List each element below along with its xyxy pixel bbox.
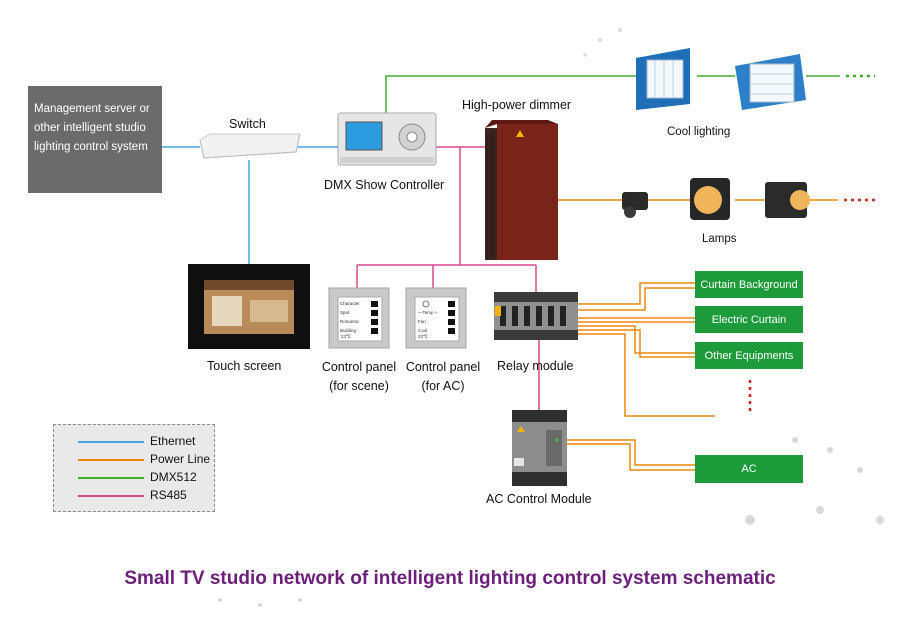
power-lines bbox=[558, 199, 838, 471]
switch-device bbox=[199, 133, 301, 159]
ac-panel-temp: 23℃ bbox=[418, 334, 429, 339]
panel-ac-label: Control panel (for AC) bbox=[398, 358, 488, 396]
ac-control-module-label: AC Control Module bbox=[486, 492, 592, 506]
scene-panel-device bbox=[328, 287, 390, 349]
background-dots bbox=[218, 28, 884, 607]
power-continuation bbox=[748, 198, 875, 414]
lamp-fixtures bbox=[622, 178, 810, 220]
scene-panel-keys: Character Spot Romantic Building bbox=[340, 299, 360, 335]
ac-control-module-device bbox=[512, 410, 567, 486]
cool-lighting-fixtures bbox=[636, 48, 806, 110]
relay-module-device bbox=[494, 292, 578, 340]
panel-ac-label-line-1: Control panel bbox=[405, 360, 481, 374]
scene-key-2: Spot bbox=[340, 310, 350, 315]
ac-key-2: Fan bbox=[418, 319, 426, 324]
output-electric-curtain: Electric Curtain bbox=[695, 306, 803, 333]
legend-dmx512-label: DMX512 bbox=[150, 470, 197, 484]
dimmer-device bbox=[485, 120, 558, 260]
ac-panel-device bbox=[405, 287, 467, 349]
scene-key-1: Character bbox=[340, 301, 360, 306]
rs485-lines bbox=[356, 146, 540, 410]
output-ac: AC bbox=[695, 455, 803, 483]
legend-power-line: Power Line bbox=[78, 452, 218, 467]
panel-scene-label-line-1: Control panel bbox=[321, 360, 397, 374]
ethernet-lines bbox=[162, 146, 338, 264]
dmx-controller-device bbox=[337, 112, 437, 166]
scene-key-4: Building bbox=[340, 328, 357, 333]
management-server-box: Management server or other intelligent s… bbox=[28, 86, 162, 193]
legend: Ethernet Power Line DMX512 RS485 bbox=[53, 424, 215, 512]
switch-label: Switch bbox=[229, 117, 266, 131]
legend-ethernet: Ethernet bbox=[78, 434, 218, 449]
dmx-controller-label: DMX Show Controller bbox=[324, 178, 445, 192]
relay-module-label: Relay module bbox=[497, 359, 574, 373]
diagram-title: Small TV studio network of intelligent l… bbox=[124, 568, 776, 589]
touch-screen-label: Touch screen bbox=[207, 359, 282, 373]
panel-ac-label-line-2: (for AC) bbox=[421, 379, 465, 393]
scene-panel-temp: 23℃ bbox=[341, 334, 352, 339]
ac-panel-keys: —Temp + Fan Cool bbox=[418, 308, 437, 335]
dmx512-lines bbox=[385, 75, 840, 113]
output-other-equipments: Other Equipments bbox=[695, 342, 803, 369]
legend-dmx512: DMX512 bbox=[78, 470, 218, 485]
panel-scene-label: Control panel (for scene) bbox=[314, 358, 404, 396]
legend-power-line-swatch bbox=[78, 459, 144, 461]
legend-dmx512-swatch bbox=[78, 477, 144, 479]
management-line-3: lighting control system bbox=[34, 141, 148, 153]
touch-screen-device bbox=[188, 264, 310, 349]
management-line-2: other intelligent studio bbox=[34, 122, 146, 134]
lamps-label: Lamps bbox=[702, 233, 737, 245]
panel-scene-label-line-2: (for scene) bbox=[329, 379, 389, 393]
output-curtain-background: Curtain Background bbox=[695, 271, 803, 298]
legend-rs485-label: RS485 bbox=[150, 488, 187, 502]
legend-ethernet-swatch bbox=[78, 441, 144, 443]
ac-key-1: —Temp + bbox=[418, 310, 438, 315]
cool-lighting-label: Cool lighting bbox=[667, 126, 731, 138]
legend-power-line-label: Power Line bbox=[150, 452, 211, 466]
legend-rs485-swatch bbox=[78, 495, 144, 497]
legend-ethernet-label: Ethernet bbox=[150, 434, 196, 448]
legend-rs485: RS485 bbox=[78, 488, 218, 503]
ac-key-3: Cool bbox=[418, 328, 428, 333]
dimmer-label: High-power dimmer bbox=[462, 98, 572, 112]
management-line-1: Management server or bbox=[34, 103, 150, 115]
scene-key-3: Romantic bbox=[340, 319, 360, 324]
